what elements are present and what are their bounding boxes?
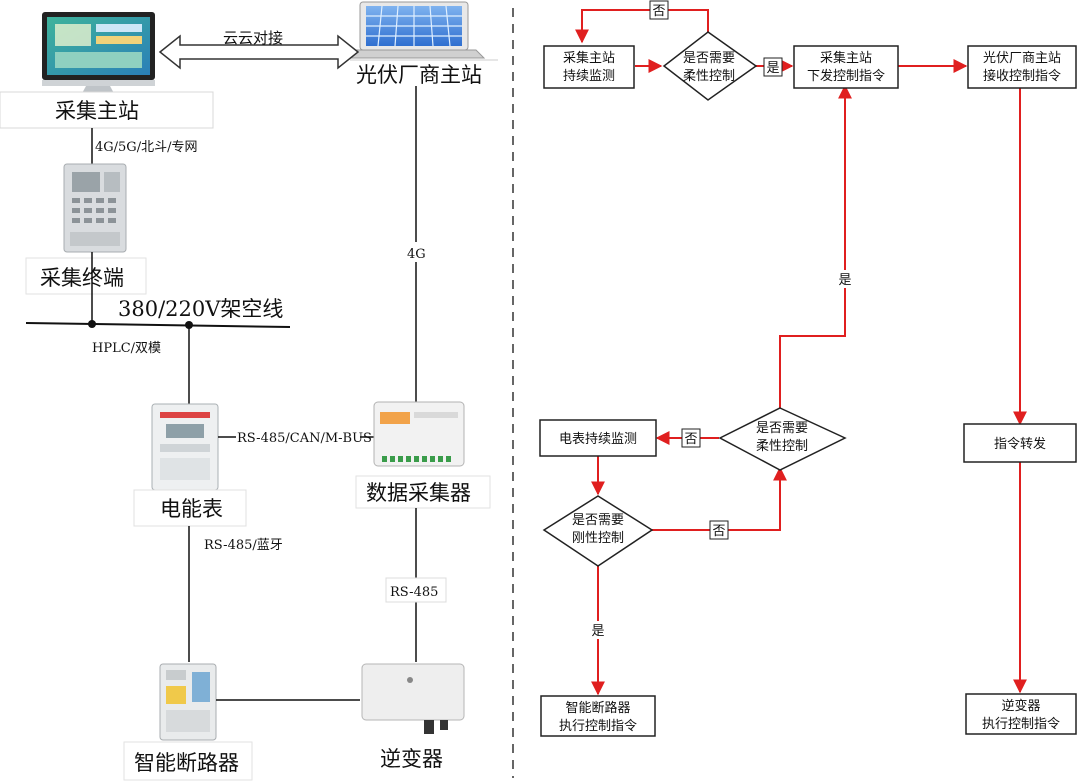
breaker-label: 智能断路器	[134, 751, 239, 775]
rs485-bg	[385, 577, 447, 603]
link-4g5g-label: 4G/5G/北斗/专网	[95, 140, 197, 155]
box-pv-receive	[967, 45, 1077, 89]
breaker-label-box	[123, 741, 253, 781]
diamond-need-rigid-line2: 刚性控制	[572, 531, 624, 546]
diamond-need-flex-2	[718, 407, 847, 471]
label-no-top: 否	[652, 4, 665, 19]
box-master-issue-line2: 下发控制指令	[807, 68, 885, 84]
pv-master-label: 光伏厂商主站	[356, 63, 482, 87]
box-meter-monitor	[539, 419, 657, 457]
cloud-link-double-arrow	[158, 34, 360, 70]
rs485-can-bg	[236, 429, 360, 445]
breaker-device-icon	[159, 663, 217, 741]
inverter-label: 逆变器	[380, 747, 443, 771]
label-yes-mid: 是	[838, 273, 851, 288]
diamond-need-rigid-line1: 是否需要	[572, 513, 624, 528]
box-cmd-forward	[963, 423, 1077, 463]
box-master-monitor	[543, 45, 635, 89]
box-breaker-exec-line2: 执行控制指令	[559, 719, 637, 734]
box-pv-receive-line2: 接收控制指令	[983, 68, 1061, 84]
diamond-need-flex-1-line1: 是否需要	[683, 51, 735, 66]
box-inverter-exec-line1: 逆变器	[1001, 698, 1040, 714]
master-station-computer-icon	[42, 12, 155, 97]
master-station-label-box	[0, 91, 214, 129]
label-no-mid-bg	[681, 428, 701, 448]
box-cmd-forward-text: 指令转发	[994, 436, 1046, 452]
box-meter-monitor-text: 电表持续监测	[559, 432, 637, 447]
box-master-issue	[793, 45, 899, 89]
rs485-label: RS-485	[390, 585, 438, 600]
box-master-monitor-line1: 采集主站	[563, 50, 615, 66]
label-yes-bottom: 是	[591, 624, 604, 639]
flow-arrow-rigid-no-flex	[652, 466, 787, 531]
label-no-bottom: 否	[712, 524, 725, 539]
box-breaker-exec-line1: 智能断路器	[565, 700, 630, 716]
collector-device-icon	[373, 401, 465, 467]
master-station-label: 采集主站	[55, 99, 139, 123]
label-yes-bottom-bg	[589, 621, 607, 639]
rs485-bt-label: RS-485/蓝牙	[204, 538, 283, 553]
collector-label-box	[355, 475, 491, 509]
inverter-device-icon	[361, 663, 465, 734]
terminal-label: 采集终端	[40, 266, 124, 290]
link-4g-label: 4G	[407, 247, 426, 262]
box-pv-receive-line1: 光伏厂商主站	[983, 51, 1061, 66]
diamond-need-flex-1-line2: 柔性控制	[683, 69, 735, 84]
rs485-can-label: RS-485/CAN/M-BUS	[237, 431, 372, 446]
pv-master-laptop-icon	[342, 1, 486, 59]
box-inverter-exec	[965, 693, 1077, 735]
label-yes-top: 是	[766, 61, 779, 76]
collector-label: 数据采集器	[366, 481, 471, 505]
flow-arrow-flex-yes-issue	[779, 84, 852, 408]
box-master-monitor-line2: 持续监测	[563, 69, 615, 84]
link-4g-bg	[405, 242, 427, 262]
hplc-label: HPLC/双模	[92, 341, 161, 356]
meter-device-icon	[151, 403, 219, 491]
line-380-label: 380/220V架空线	[118, 297, 283, 321]
label-no-bottom-bg	[709, 520, 729, 540]
terminal-device-icon	[63, 163, 127, 253]
cloud-link-label: 云云对接	[223, 29, 283, 47]
box-inverter-exec-line2: 执行控制指令	[982, 717, 1060, 732]
flow-arrow-no-loop	[575, 9, 709, 44]
meter-label: 电能表	[160, 497, 223, 521]
label-no-mid: 否	[684, 432, 697, 447]
diamond-need-rigid	[542, 495, 654, 567]
terminal-label-box	[25, 257, 147, 295]
box-breaker-exec	[540, 695, 656, 737]
label-yes-mid-bg	[836, 270, 854, 288]
diamond-need-flex-2-line1: 是否需要	[756, 421, 808, 436]
diamond-need-flex-1	[662, 31, 758, 101]
diamond-need-flex-2-line2: 柔性控制	[756, 439, 808, 454]
label-yes-top-bg	[763, 57, 783, 77]
label-no-top-bg	[649, 0, 669, 20]
meter-label-box	[133, 489, 247, 527]
box-master-issue-line1: 采集主站	[820, 50, 872, 66]
overhead-line	[25, 322, 291, 328]
